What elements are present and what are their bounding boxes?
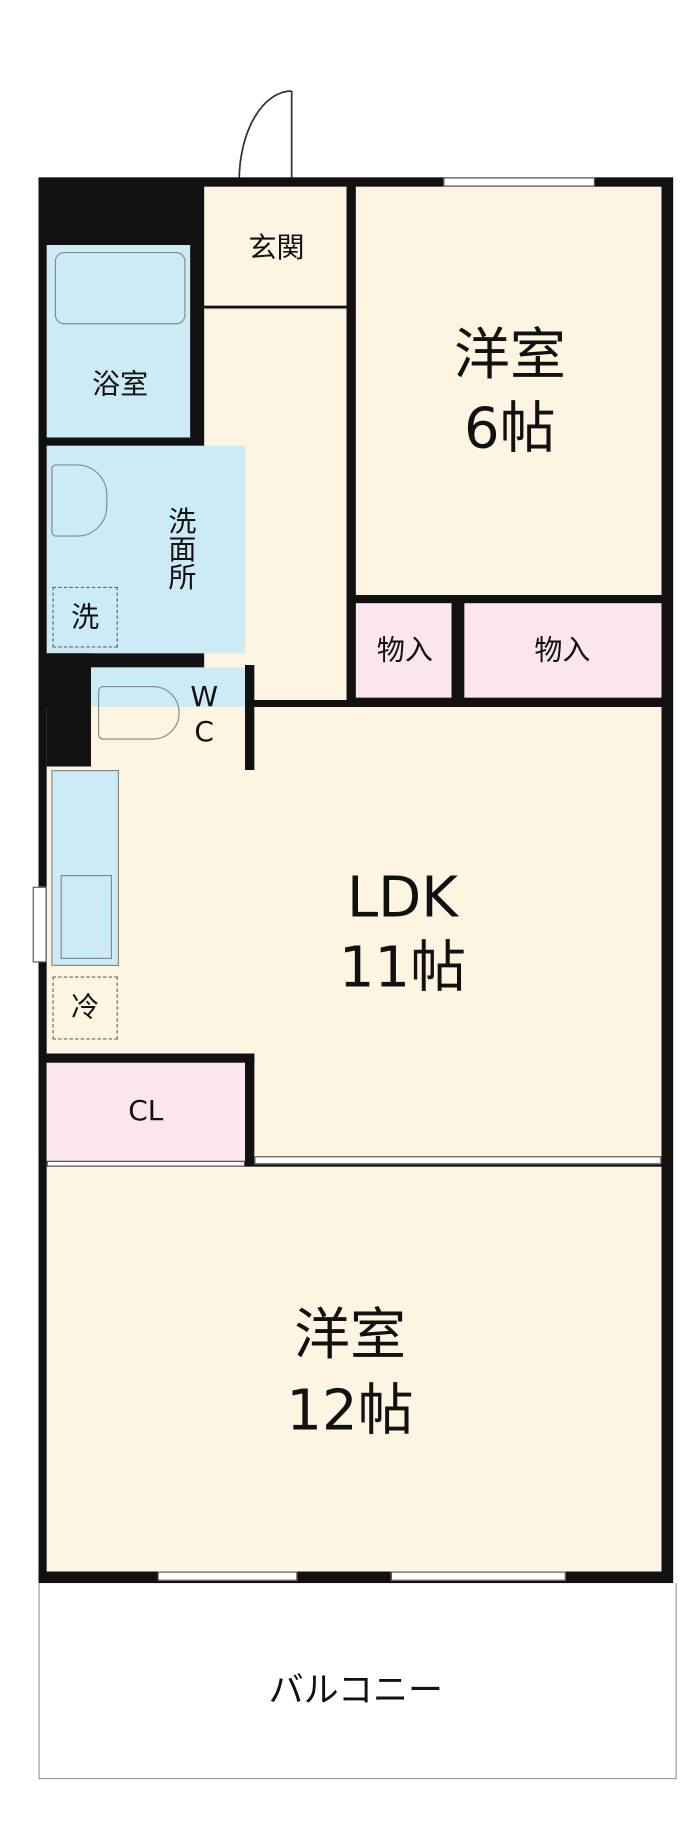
entrance-room	[204, 186, 347, 306]
entrance-door-icon	[238, 90, 293, 181]
label-closet: CL	[128, 1094, 164, 1128]
fridge-space	[52, 976, 118, 1040]
label-wc-c: C	[194, 715, 214, 749]
label-washer: 洗	[71, 601, 100, 634]
storage-large	[464, 603, 662, 698]
wall-wc	[245, 665, 255, 771]
sliding-door[interactable]	[254, 1156, 662, 1165]
window-top	[443, 177, 596, 187]
label-ldk: LDK	[346, 864, 459, 931]
label-western-room-6-size: 6帖	[464, 395, 556, 462]
western-room-6	[355, 186, 662, 596]
balcony	[38, 1583, 677, 1780]
closet	[46, 1062, 246, 1161]
bathtub-icon	[54, 252, 186, 325]
washbasin-icon	[51, 464, 108, 537]
window-bottom-2	[390, 1571, 566, 1581]
label-wc-w: W	[190, 680, 219, 714]
sink-icon	[60, 875, 113, 960]
label-ldk-size: 11帖	[338, 934, 467, 1001]
toilet-icon	[98, 686, 180, 740]
label-western-room-12: 洋室	[293, 1302, 407, 1368]
bathroom	[46, 245, 191, 438]
label-washroom: 洗面所	[163, 506, 196, 591]
label-western-room-6: 洋室	[453, 322, 566, 388]
label-entrance: 玄関	[248, 231, 305, 264]
western-room-12	[46, 1166, 662, 1572]
label-storage-1: 物入	[376, 633, 433, 667]
wall-cl-side	[245, 1053, 255, 1165]
closet-door[interactable]	[46, 1160, 246, 1167]
label-fridge: 冷	[71, 990, 100, 1024]
kitchen-counter	[51, 770, 120, 967]
label-storage-2: 物入	[534, 633, 591, 667]
window-bottom-1	[157, 1571, 298, 1581]
label-western-room-12-size: 12帖	[286, 1378, 414, 1444]
label-bathroom: 浴室	[92, 367, 149, 401]
label-balcony: バルコニー	[268, 1670, 443, 1712]
wall-cl	[38, 1053, 255, 1063]
storage-small	[355, 603, 452, 698]
window-kitchen	[32, 886, 47, 963]
washer-space	[52, 586, 118, 648]
wall-block	[46, 653, 92, 767]
